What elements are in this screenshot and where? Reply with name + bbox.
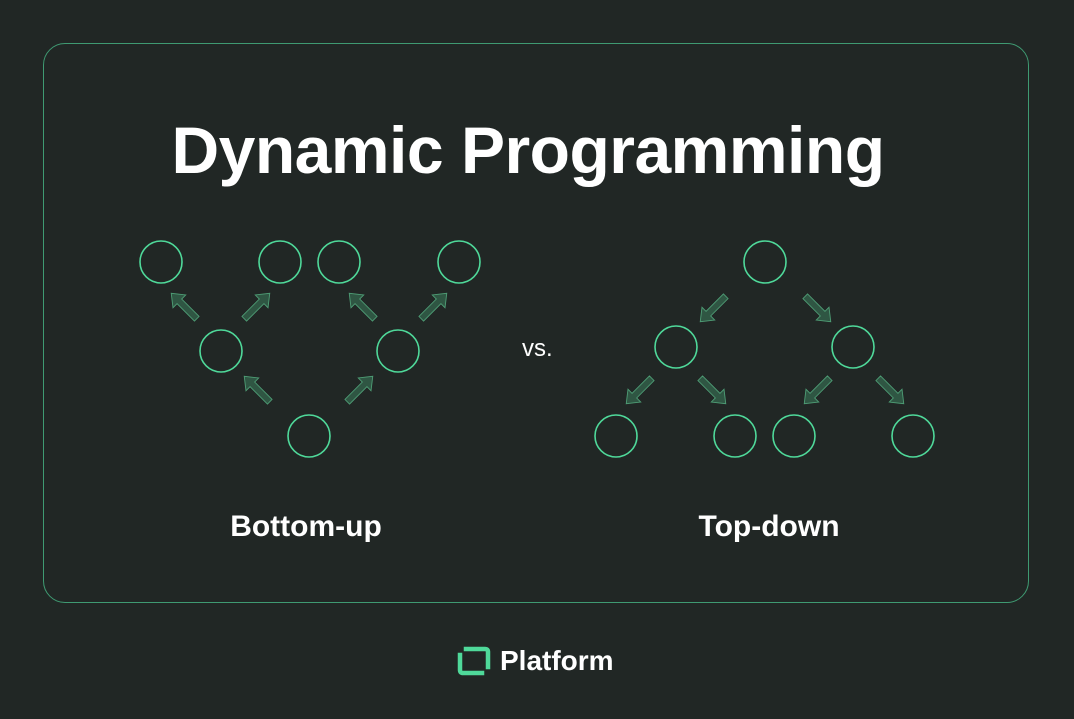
- diagram-card: [43, 43, 1029, 603]
- down-left-arrow-icon: [619, 371, 659, 411]
- brand: Platform: [456, 641, 614, 681]
- top-down-node: [891, 414, 935, 458]
- up-left-arrow-icon: [237, 369, 277, 409]
- brand-name: Platform: [500, 645, 614, 676]
- bottom-up-node: [199, 329, 243, 373]
- down-right-arrow-icon: [693, 371, 733, 411]
- page-title: Dynamic Programming: [171, 113, 885, 187]
- bottom-up-node: [376, 329, 420, 373]
- top-down-node: [743, 240, 787, 284]
- top-down-node: [772, 414, 816, 458]
- down-right-arrow-icon: [871, 371, 911, 411]
- top-down-node: [713, 414, 757, 458]
- bottom-up-tree: [139, 240, 481, 458]
- top-down-node: [654, 325, 698, 369]
- platform-logo-icon: [457, 646, 491, 676]
- top-down-node: [831, 325, 875, 369]
- up-right-arrow-icon: [237, 286, 277, 326]
- top-down-tree: [594, 240, 935, 458]
- bottom-up-node: [437, 240, 481, 284]
- bottom-up-label: Bottom-up: [230, 510, 382, 543]
- vs-separator: vs.: [522, 335, 553, 362]
- up-right-arrow-icon: [414, 286, 454, 326]
- bottom-up-node: [258, 240, 302, 284]
- down-right-arrow-icon: [798, 289, 838, 329]
- bottom-up-node: [317, 240, 361, 284]
- bottom-up-node: [287, 414, 331, 458]
- bottom-up-node: [139, 240, 183, 284]
- top-down-label: Top-down: [698, 510, 840, 543]
- up-right-arrow-icon: [340, 369, 380, 409]
- down-left-arrow-icon: [797, 371, 837, 411]
- top-down-node: [594, 414, 638, 458]
- up-left-arrow-icon: [164, 286, 204, 326]
- up-left-arrow-icon: [342, 286, 382, 326]
- down-left-arrow-icon: [693, 289, 733, 329]
